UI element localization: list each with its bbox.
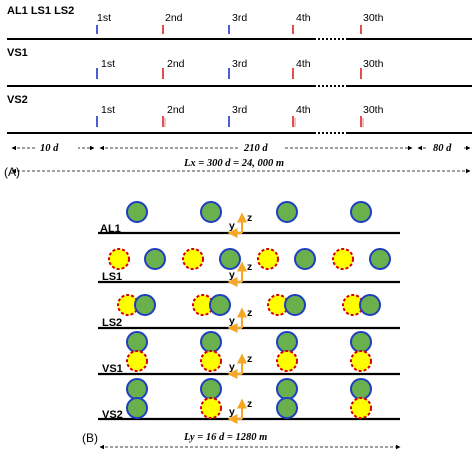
axis-label-y: y (229, 220, 235, 232)
turbine-green (294, 248, 316, 270)
turbine-green (134, 294, 156, 316)
turbine-label-30th: 30th (363, 104, 384, 116)
axes-ls2: y z (227, 307, 252, 333)
axis-label-y: y (229, 269, 235, 281)
axes-ls1: y z (227, 261, 252, 287)
turbine-label-30th: 30th (363, 58, 384, 70)
layout-label-vs2: VS2 (102, 409, 123, 421)
turbine-green (350, 201, 372, 223)
axis-label-y: y (229, 315, 235, 327)
turbine-label-2nd: 2nd (165, 12, 183, 24)
turbine-yellow (108, 248, 130, 270)
panel-b: AL1 LS1 LS2 VS1 VS2 (82, 201, 401, 450)
turbine-label-4th: 4th (296, 58, 311, 70)
layout-vs1-turbines (126, 331, 372, 372)
turbine-green (369, 248, 391, 270)
turbine-yellow (182, 248, 204, 270)
layout-al1-turbines (126, 201, 372, 223)
axis-label-y: y (229, 406, 235, 418)
turbine-label-3rd: 3rd (232, 58, 247, 70)
turbine-green (219, 248, 241, 270)
turbine-yellow (126, 350, 148, 372)
turbine-green (126, 378, 148, 400)
turbine-yellow (332, 248, 354, 270)
axes-vs1: y z (227, 353, 252, 379)
panel-a: AL1 LS1 LS2 VS1 VS2 1st 2nd 3rd 4th 30th… (4, 5, 472, 179)
turbine-green (350, 378, 372, 400)
turbine-green (200, 378, 222, 400)
axis-label-z: z (247, 261, 252, 273)
row-label-al1-ls1-ls2: AL1 LS1 LS2 (7, 5, 74, 17)
turbine-green (284, 294, 306, 316)
row-label-vs2: VS2 (7, 94, 28, 106)
turbine-green (126, 201, 148, 223)
turbine-green (144, 248, 166, 270)
layout-label-vs1: VS1 (102, 363, 123, 375)
turbine-green (276, 397, 298, 419)
layout-ls1-turbines (108, 248, 391, 270)
turbine-label-3rd: 3rd (232, 104, 247, 116)
row-label-vs1: VS1 (7, 47, 28, 59)
dimension-farm: 210 d (243, 143, 268, 154)
domain-row-1: 1st 2nd 3rd 4th 30th (7, 12, 472, 40)
dimension-width: Ly = 16 d = 1280 m (B) (82, 429, 401, 450)
turbine-label-1st: 1st (97, 12, 111, 24)
turbine-green (350, 331, 372, 353)
turbine-green (209, 294, 231, 316)
dimension-inlet: 10 d (40, 143, 59, 154)
turbine-green (200, 331, 222, 353)
turbine-label-4th: 4th (296, 12, 311, 24)
domain-row-2: 1st 2nd 3rd 4th 30th (7, 58, 472, 87)
domain-row-3: 1st 2nd 3rd 4th 30th (7, 104, 472, 134)
dimension-total-length: Lx = 300 d = 24, 000 m (183, 158, 284, 169)
layout-label-ls1: LS1 (102, 271, 122, 283)
turbine-label-30th: 30th (363, 12, 384, 24)
axes-al1: y z (227, 212, 252, 238)
layout-label-al1: AL1 (100, 223, 121, 235)
layout-vs2-turbines (126, 378, 372, 419)
axis-label-y: y (229, 361, 235, 373)
turbine-green (359, 294, 381, 316)
axis-label-z: z (247, 353, 252, 365)
turbine-yellow (200, 350, 222, 372)
dimension-row: 10 d 210 d 80 d Lx = 300 d = 24, 000 m (… (4, 139, 471, 179)
layout-label-ls2: LS2 (102, 317, 122, 329)
axes-vs2: y z (227, 398, 252, 424)
turbine-label-1st: 1st (101, 58, 115, 70)
turbine-label-4th: 4th (296, 104, 311, 116)
turbine-yellow (200, 397, 222, 419)
dimension-domain-width: Ly = 16 d = 1280 m (183, 432, 267, 443)
turbine-yellow (350, 397, 372, 419)
turbine-green (276, 201, 298, 223)
turbine-yellow (350, 350, 372, 372)
turbine-green (276, 331, 298, 353)
layout-ls2-turbines (117, 294, 381, 316)
turbine-green (200, 201, 222, 223)
axis-label-z: z (247, 212, 252, 224)
turbine-label-2nd: 2nd (167, 58, 185, 70)
axis-label-z: z (247, 398, 252, 410)
turbine-yellow (276, 350, 298, 372)
turbine-label-2nd: 2nd (167, 104, 185, 116)
panel-b-label: (B) (82, 431, 98, 445)
turbine-green (126, 331, 148, 353)
turbine-green (276, 378, 298, 400)
turbine-label-3rd: 3rd (232, 12, 247, 24)
turbine-yellow (257, 248, 279, 270)
panel-a-label: (A) (4, 165, 20, 179)
axis-label-z: z (247, 307, 252, 319)
turbine-label-1st: 1st (101, 104, 115, 116)
turbine-green (126, 397, 148, 419)
dimension-outlet: 80 d (433, 143, 452, 154)
